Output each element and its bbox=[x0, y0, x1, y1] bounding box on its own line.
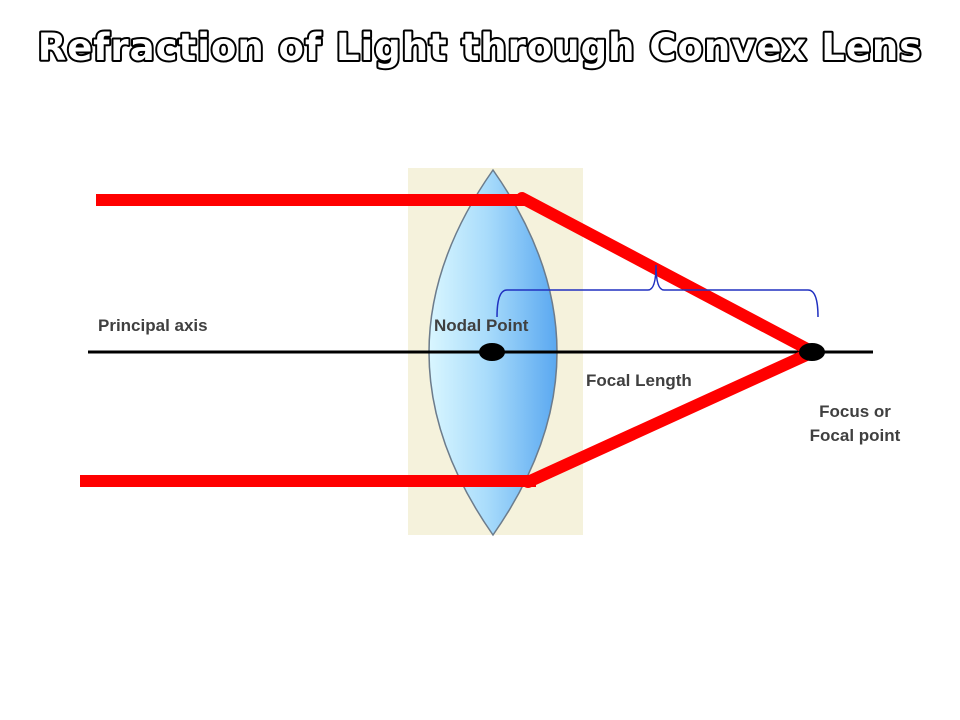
focal-length-label: Focal Length bbox=[586, 371, 692, 390]
focus-label-line1: Focus or bbox=[819, 402, 891, 421]
nodal-point-dot bbox=[479, 343, 505, 361]
focal-length-bracket bbox=[496, 264, 819, 318]
principal-axis-label: Principal axis bbox=[98, 316, 208, 335]
focus-label-line2: Focal point bbox=[809, 426, 901, 445]
upper-refracted-ray bbox=[516, 192, 819, 358]
focus-label: Focus or Focal point bbox=[780, 400, 930, 448]
nodal-point-label: Nodal Point bbox=[434, 316, 529, 335]
diagram-title: Refraction of Light through Convex Lens bbox=[38, 26, 923, 69]
lower-refracted-ray bbox=[522, 346, 819, 488]
focal-point-dot bbox=[799, 343, 825, 361]
